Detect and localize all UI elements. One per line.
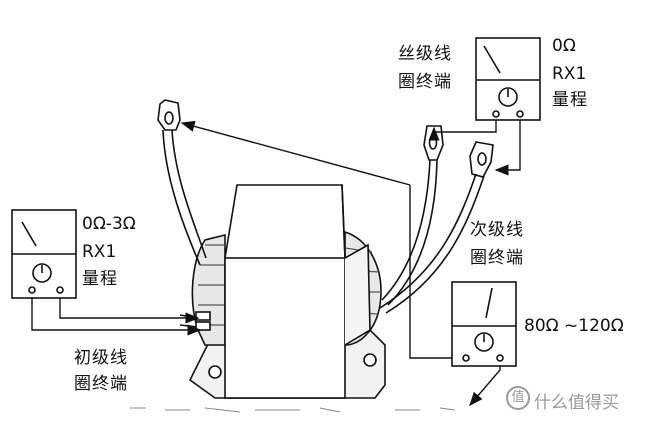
transformer-icon (188, 184, 386, 399)
primary-meter-scale-label: RX1 (82, 242, 117, 262)
lead-wires (162, 129, 485, 331)
watermark-badge: 值 (506, 386, 530, 410)
filament-meter-scale-label: RX1 (552, 64, 587, 84)
secondary-coil-label-line2: 圈终端 (470, 248, 524, 268)
secondary-meter-range-label: 80Ω ~120Ω (524, 316, 624, 336)
filament-meter-range-label: 0Ω (552, 36, 576, 56)
secondary-coil-label-line1: 次级线 (470, 220, 524, 240)
watermark-text: 什么值得买 (534, 393, 619, 413)
primary-coil-label-line2: 圈终端 (74, 374, 128, 394)
primary-meter-unit-label: 量程 (82, 269, 118, 289)
filament-coil-label-line2: 圈终端 (398, 72, 452, 92)
primary-meter-range-label: 0Ω-3Ω (82, 214, 136, 234)
wire-terminal-icon (157, 99, 494, 178)
multimeter-icon (11, 209, 77, 299)
filament-coil-label-line1: 丝级线 (398, 44, 452, 64)
primary-coil-label-line1: 初级线 (74, 348, 128, 368)
connection-lines (31, 120, 521, 407)
multimeter-icon (451, 281, 517, 367)
multimeter-icon (475, 37, 541, 121)
filament-meter-unit-label: 量程 (552, 90, 588, 110)
base-noise (130, 407, 456, 413)
